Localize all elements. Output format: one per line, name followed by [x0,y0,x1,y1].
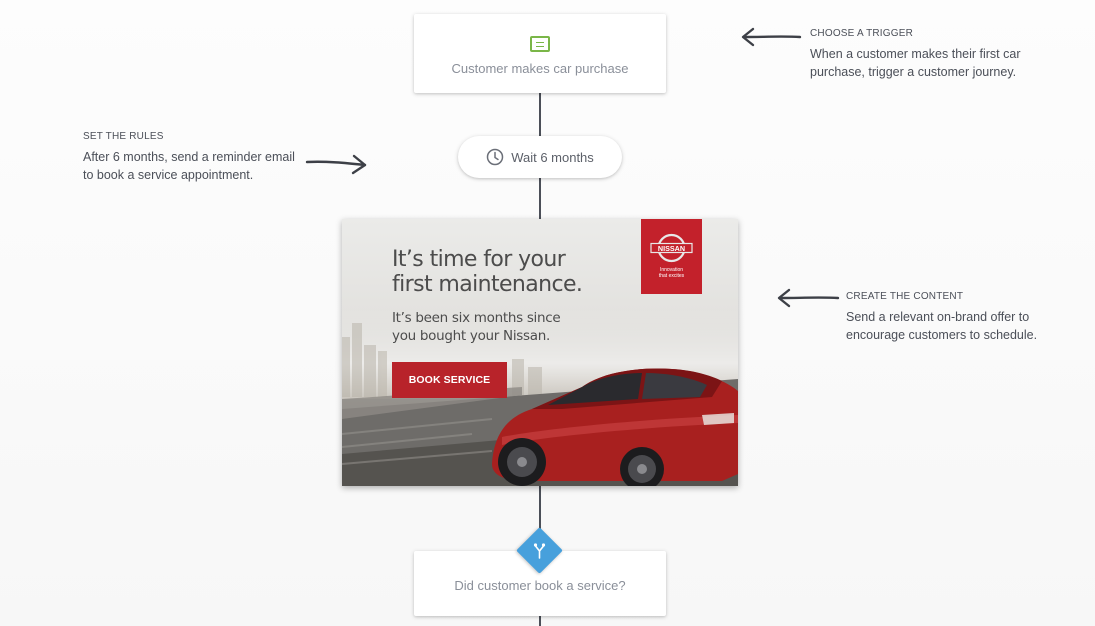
svg-text:NISSAN: NISSAN [658,244,685,253]
annotation-trigger-body: When a customer makes their first car pu… [810,47,1021,79]
email-preview-node[interactable]: It’s time for your first maintenance. It… [342,219,738,486]
annotation-content-body: Send a relevant on-brand offer to encour… [846,310,1038,342]
annotation-content-title: CREATE THE CONTENT [846,291,964,302]
email-headline: It’s time for your first maintenance. [392,247,583,297]
trigger-node[interactable]: Customer makes car purchase [414,14,666,93]
wait-label: Wait 6 months [511,149,594,165]
email-subheadline: It’s been six months since you bought yo… [392,310,561,344]
decision-label: Did customer book a service? [454,578,626,593]
annotation-rules-body: After 6 months, send a reminder email to… [83,150,295,182]
connector-decision-down [539,616,541,626]
nissan-logo-icon: NISSAN [650,233,693,263]
annotation-rules-title: SET THE RULES [83,131,164,142]
connector-trigger-to-wait [539,93,541,136]
arrow-right-icon [305,154,367,175]
annotation-content: CREATE THE CONTENT Send a relevant on-br… [846,291,1037,344]
connector-wait-to-email [539,178,541,219]
nissan-brand-badge: NISSAN Innovation that excites [641,219,702,294]
message-card-icon [530,35,550,52]
wait-node[interactable]: Wait 6 months [458,136,622,178]
split-branch-icon [533,543,546,559]
arrow-left-icon [741,27,802,47]
connector-email-to-decision [539,486,541,536]
trigger-label: Customer makes car purchase [451,60,629,76]
clock-icon [486,148,504,166]
annotation-rules: SET THE RULES After 6 months, send a rem… [83,131,295,184]
nissan-tagline: Innovation that excites [658,267,685,279]
annotation-trigger: CHOOSE A TRIGGER When a customer makes t… [810,28,1020,81]
annotation-trigger-title: CHOOSE A TRIGGER [810,28,914,39]
email-hero-image [342,323,738,486]
arrow-left-icon [777,288,840,308]
book-service-button[interactable]: BOOK SERVICE [392,362,507,398]
